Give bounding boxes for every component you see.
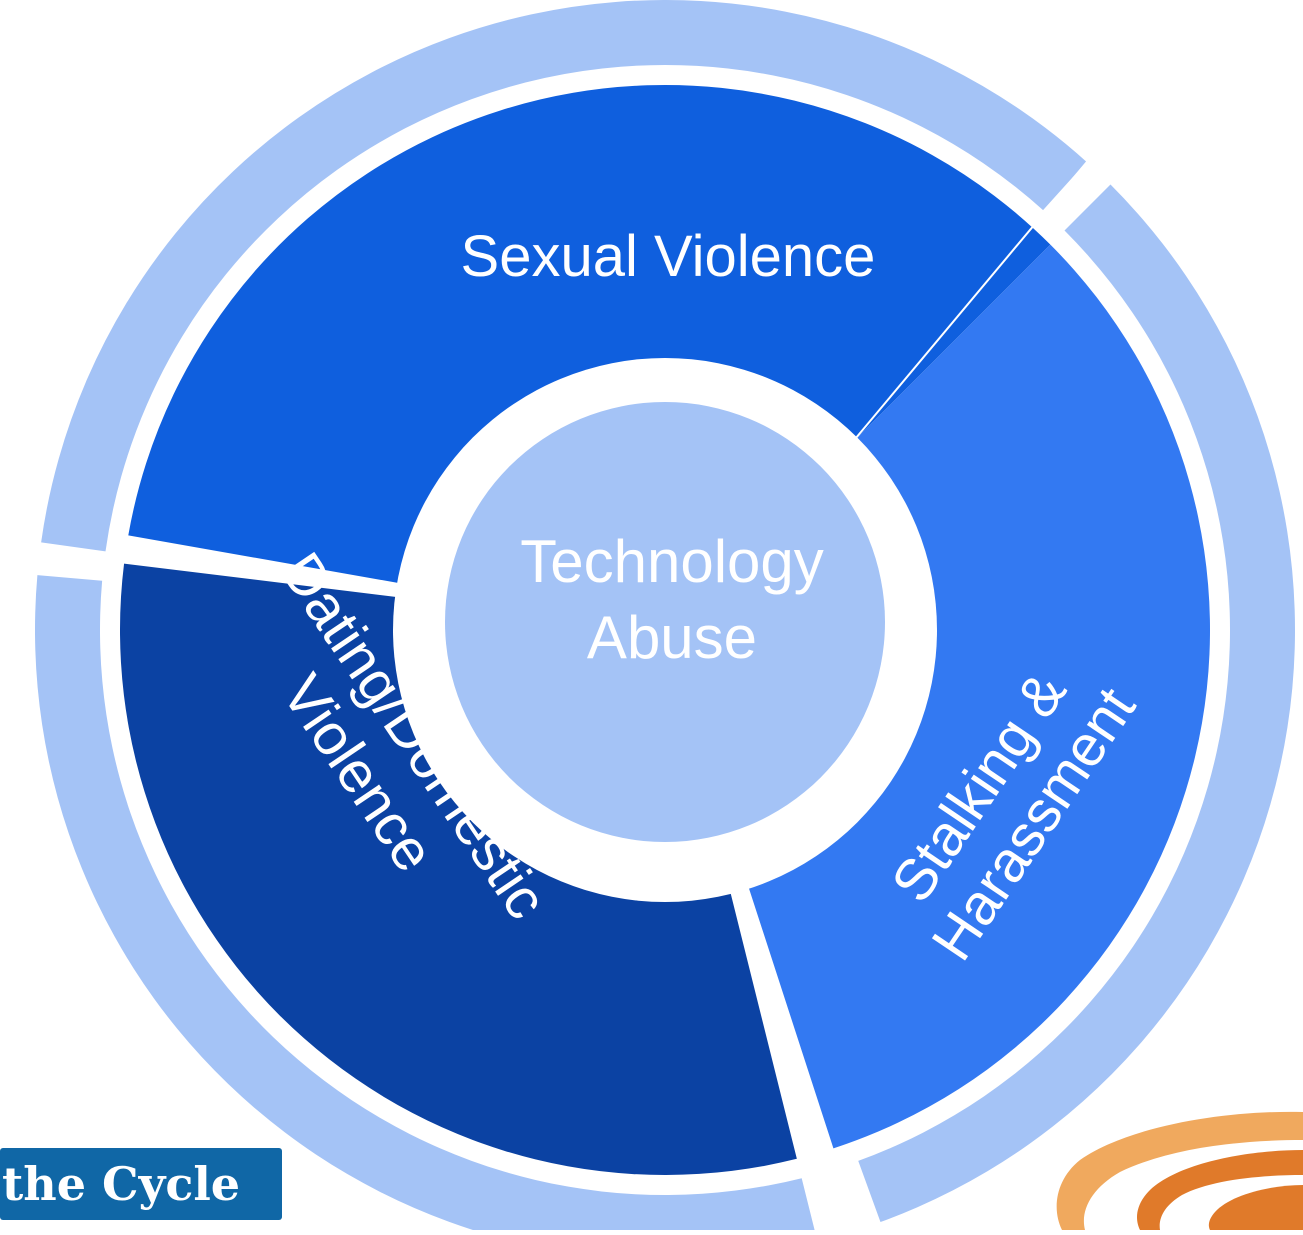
outer-ring-arc-left (35, 575, 816, 1235)
segment-dating-domestic-violence (119, 563, 797, 1175)
segment-sexual-violence (128, 85, 1051, 587)
outer-ring-arc-right (858, 184, 1295, 1223)
center-label-line-1: Technology (520, 528, 824, 595)
center-circle (445, 402, 885, 842)
right-logo-swirl-icon (1056, 1111, 1303, 1230)
label-sexual-violence: Sexual Violence (461, 224, 876, 289)
outer-ring-arc-top (41, 0, 1087, 552)
swirl-inner-arc (1208, 1185, 1303, 1230)
outer-ring (35, 0, 1295, 1235)
left-logo-text: the Cycle (2, 1157, 240, 1211)
segments (119, 85, 1210, 1175)
swirl-middle-arc (1137, 1150, 1303, 1230)
segment-divider (849, 153, 1095, 446)
swirl-outer-arc (1056, 1111, 1303, 1230)
center-label-line-2: Abuse (587, 604, 757, 671)
left-logo-banner (0, 1148, 282, 1220)
left-logo: the Cycle (0, 1148, 282, 1220)
